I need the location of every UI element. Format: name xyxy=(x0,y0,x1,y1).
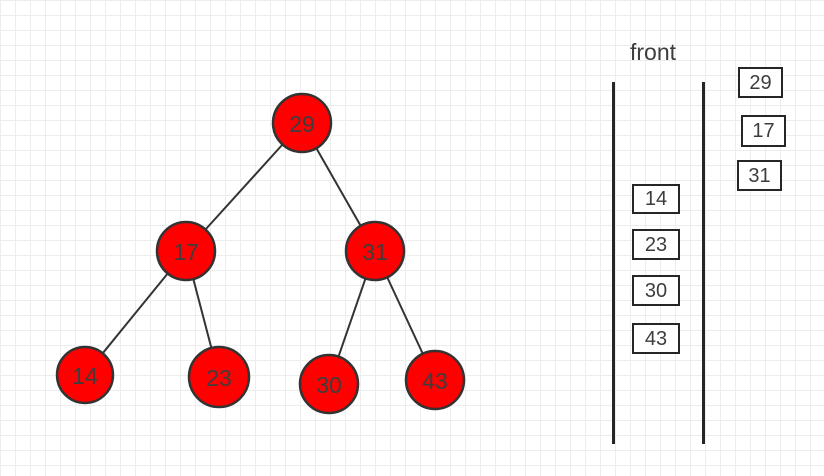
tree-edges xyxy=(101,143,425,358)
queue-left-rail xyxy=(612,82,615,444)
queue-item-box[interactable]: 14 xyxy=(632,184,680,214)
tree-node[interactable]: 23 xyxy=(187,345,251,409)
queue-item-box[interactable]: 23 xyxy=(632,229,680,260)
tree-node-circle[interactable] xyxy=(155,220,217,282)
queue-item-box[interactable]: 43 xyxy=(632,323,680,354)
queue-right-rail xyxy=(702,82,705,444)
tree-edge xyxy=(315,146,362,228)
output-item-box[interactable]: 29 xyxy=(738,67,783,98)
tree-node-label: 29 xyxy=(289,111,315,137)
tree-node[interactable]: 29 xyxy=(271,92,333,154)
queue-item-box[interactable]: 30 xyxy=(632,275,680,306)
tree-nodes: 29 17 31 14 23 30 43 xyxy=(55,92,466,415)
tree-node-circle[interactable] xyxy=(55,345,115,405)
tree-node[interactable]: 31 xyxy=(344,220,406,282)
tree-node-circle[interactable] xyxy=(404,349,466,411)
tree-edge xyxy=(385,275,425,356)
tree-node-label: 31 xyxy=(362,239,388,265)
tree-node-label: 14 xyxy=(72,363,98,389)
tree-edge xyxy=(337,277,367,358)
tree-node[interactable]: 17 xyxy=(155,220,217,282)
output-item-box[interactable]: 17 xyxy=(741,115,786,147)
tree-edge xyxy=(192,277,213,350)
tree-node-circle[interactable] xyxy=(187,345,251,409)
tree-node-label: 23 xyxy=(206,365,232,391)
output-item-box[interactable]: 31 xyxy=(737,160,782,191)
tree-node-label: 17 xyxy=(173,239,199,265)
tree-node-circle[interactable] xyxy=(344,220,406,282)
tree-edge xyxy=(101,272,170,355)
tree-node[interactable]: 43 xyxy=(404,349,466,411)
front-label: front xyxy=(630,39,677,65)
tree-node-circle[interactable] xyxy=(271,92,333,154)
tree-edge xyxy=(204,143,284,231)
tree-node-circle[interactable] xyxy=(298,353,360,415)
tree-node-label: 30 xyxy=(316,372,342,398)
tree-node[interactable]: 30 xyxy=(298,353,360,415)
tree-node-label: 43 xyxy=(422,368,448,394)
tree-node[interactable]: 14 xyxy=(55,345,115,405)
